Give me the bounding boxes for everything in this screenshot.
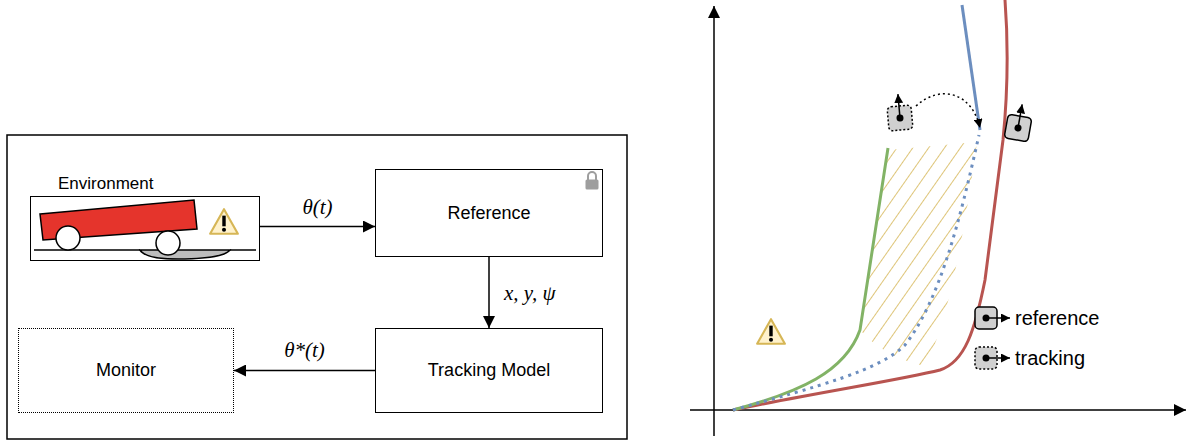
heading-arrow xyxy=(898,94,900,118)
warning-icon xyxy=(757,319,785,344)
x-axis xyxy=(690,409,1186,411)
panel-frame xyxy=(7,135,627,439)
legend-sample xyxy=(975,307,1010,329)
reference-vehicle xyxy=(1004,102,1034,142)
lock-icon xyxy=(586,180,599,190)
legend-sample xyxy=(975,347,1010,369)
panel-heading: Environment xyxy=(58,174,153,194)
switch-arrow xyxy=(916,94,980,128)
box-label: Reference xyxy=(447,203,530,224)
box-label: Monitor xyxy=(96,360,156,381)
lock-icon xyxy=(588,172,596,180)
tracking-path xyxy=(962,5,980,130)
signal-arrow xyxy=(488,257,490,328)
ground-line xyxy=(230,249,256,251)
heading-arrow xyxy=(986,317,1010,319)
reference-path xyxy=(733,0,1007,410)
box-label: Tracking Model xyxy=(428,360,550,381)
car-wheel xyxy=(56,226,80,250)
warning-icon xyxy=(210,209,238,234)
legend-label: tracking xyxy=(1015,347,1085,370)
ground-line xyxy=(34,249,140,251)
hatched-region xyxy=(860,142,977,366)
process-box: Monitor xyxy=(18,328,234,413)
signal-label: x, y, ψ xyxy=(501,280,559,305)
tracking-path xyxy=(733,135,979,410)
process-box: Tracking Model xyxy=(375,328,603,413)
environment-panel: Environment xyxy=(30,176,260,261)
signal-arrow xyxy=(234,370,375,372)
car-wheel xyxy=(156,231,180,255)
heading-arrow xyxy=(986,357,1010,359)
signal-arrow xyxy=(260,226,375,228)
process-box: Reference xyxy=(375,169,603,257)
heading-arrow xyxy=(1018,104,1022,128)
signal-label: θ*(t) xyxy=(281,337,328,362)
signal-label: θ(t) xyxy=(299,194,335,219)
legend-label: reference xyxy=(1015,307,1100,330)
y-axis xyxy=(713,6,715,436)
pothole xyxy=(140,250,230,259)
environment-frame xyxy=(30,196,260,261)
tracking-vehicle xyxy=(886,93,913,131)
